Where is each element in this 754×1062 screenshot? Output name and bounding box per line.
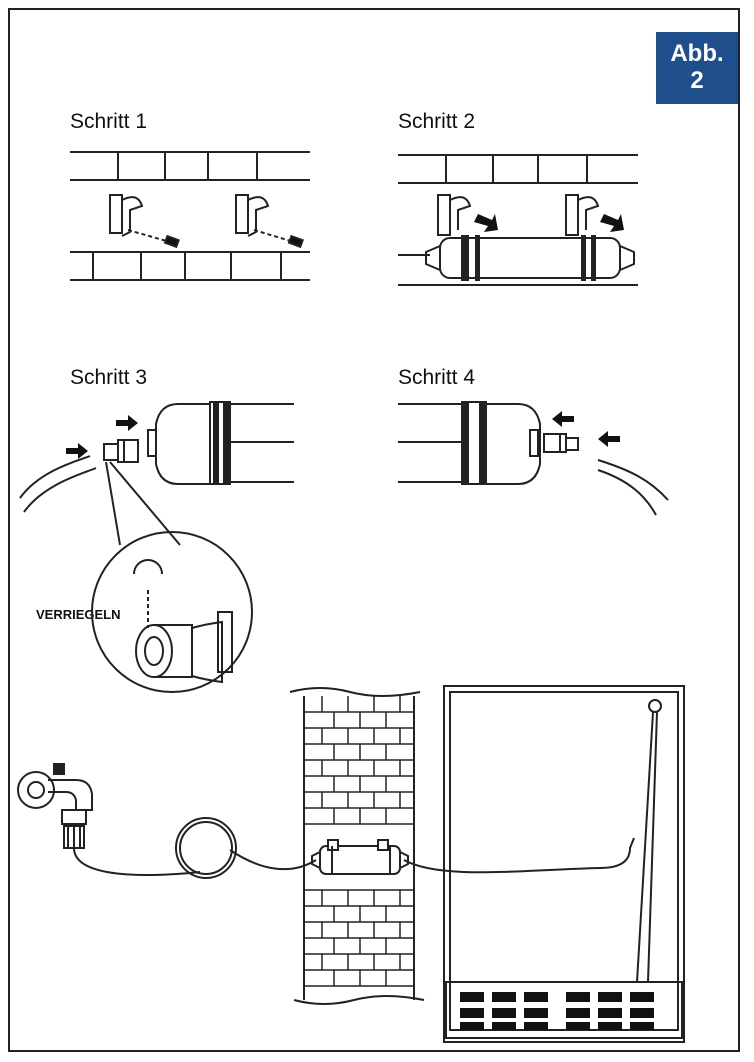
screw-guide-left: [127, 229, 171, 243]
hose-right-edge: [597, 469, 657, 516]
clip-installed-left: [437, 194, 472, 236]
water-tap: [17, 763, 93, 849]
garden-hose: [73, 817, 635, 879]
step-3-label: Schritt 3: [70, 366, 148, 389]
step-3-illustration: [19, 401, 294, 693]
clip-right: [235, 194, 270, 237]
clip-left: [109, 194, 144, 237]
step-4-label: Schritt 4: [398, 366, 476, 389]
upper-shelf-2: [398, 154, 638, 184]
step-2-label: Schritt 2: [398, 110, 476, 133]
filter-end-left-view: [147, 401, 294, 485]
brick-wall: [289, 687, 425, 1005]
step-1-illustration: [70, 151, 310, 281]
quick-connector-3: [103, 439, 139, 463]
figure-badge: Abb. 2: [656, 32, 738, 104]
hose-right: [597, 459, 669, 501]
badge-line-1: Abb.: [670, 40, 724, 67]
wall-mounted-filter: [311, 839, 409, 875]
filter-cartridge: [425, 235, 635, 281]
push-arrows-step-4: [552, 411, 620, 447]
screw-guide-right: [253, 229, 295, 243]
upper-shelf: [70, 151, 310, 181]
appliance-vent-grille: [460, 992, 654, 1030]
hose-left-edge: [23, 467, 97, 513]
lock-detail-magnifier: [91, 531, 253, 693]
step-1-label: Schritt 1: [70, 110, 148, 133]
push-arrows-step-3: [66, 415, 138, 459]
screw-left: [163, 234, 180, 249]
clip-installed-right: [565, 194, 600, 236]
push-arrows-step-2: [474, 214, 624, 232]
screw-right: [287, 234, 304, 249]
filter-end-right-view: [398, 401, 541, 485]
hose-left: [19, 455, 91, 499]
badge-line-2: 2: [690, 67, 704, 94]
lower-shelf: [70, 251, 310, 281]
lock-callout-label: VERRIEGELN: [36, 607, 121, 622]
step-4-illustration: [398, 401, 669, 516]
figure-frame: [8, 8, 740, 1052]
step-2-illustration: [398, 154, 638, 286]
installation-overview: [17, 685, 685, 1043]
quick-connector-4: [543, 433, 579, 453]
appliance: [443, 685, 685, 1043]
